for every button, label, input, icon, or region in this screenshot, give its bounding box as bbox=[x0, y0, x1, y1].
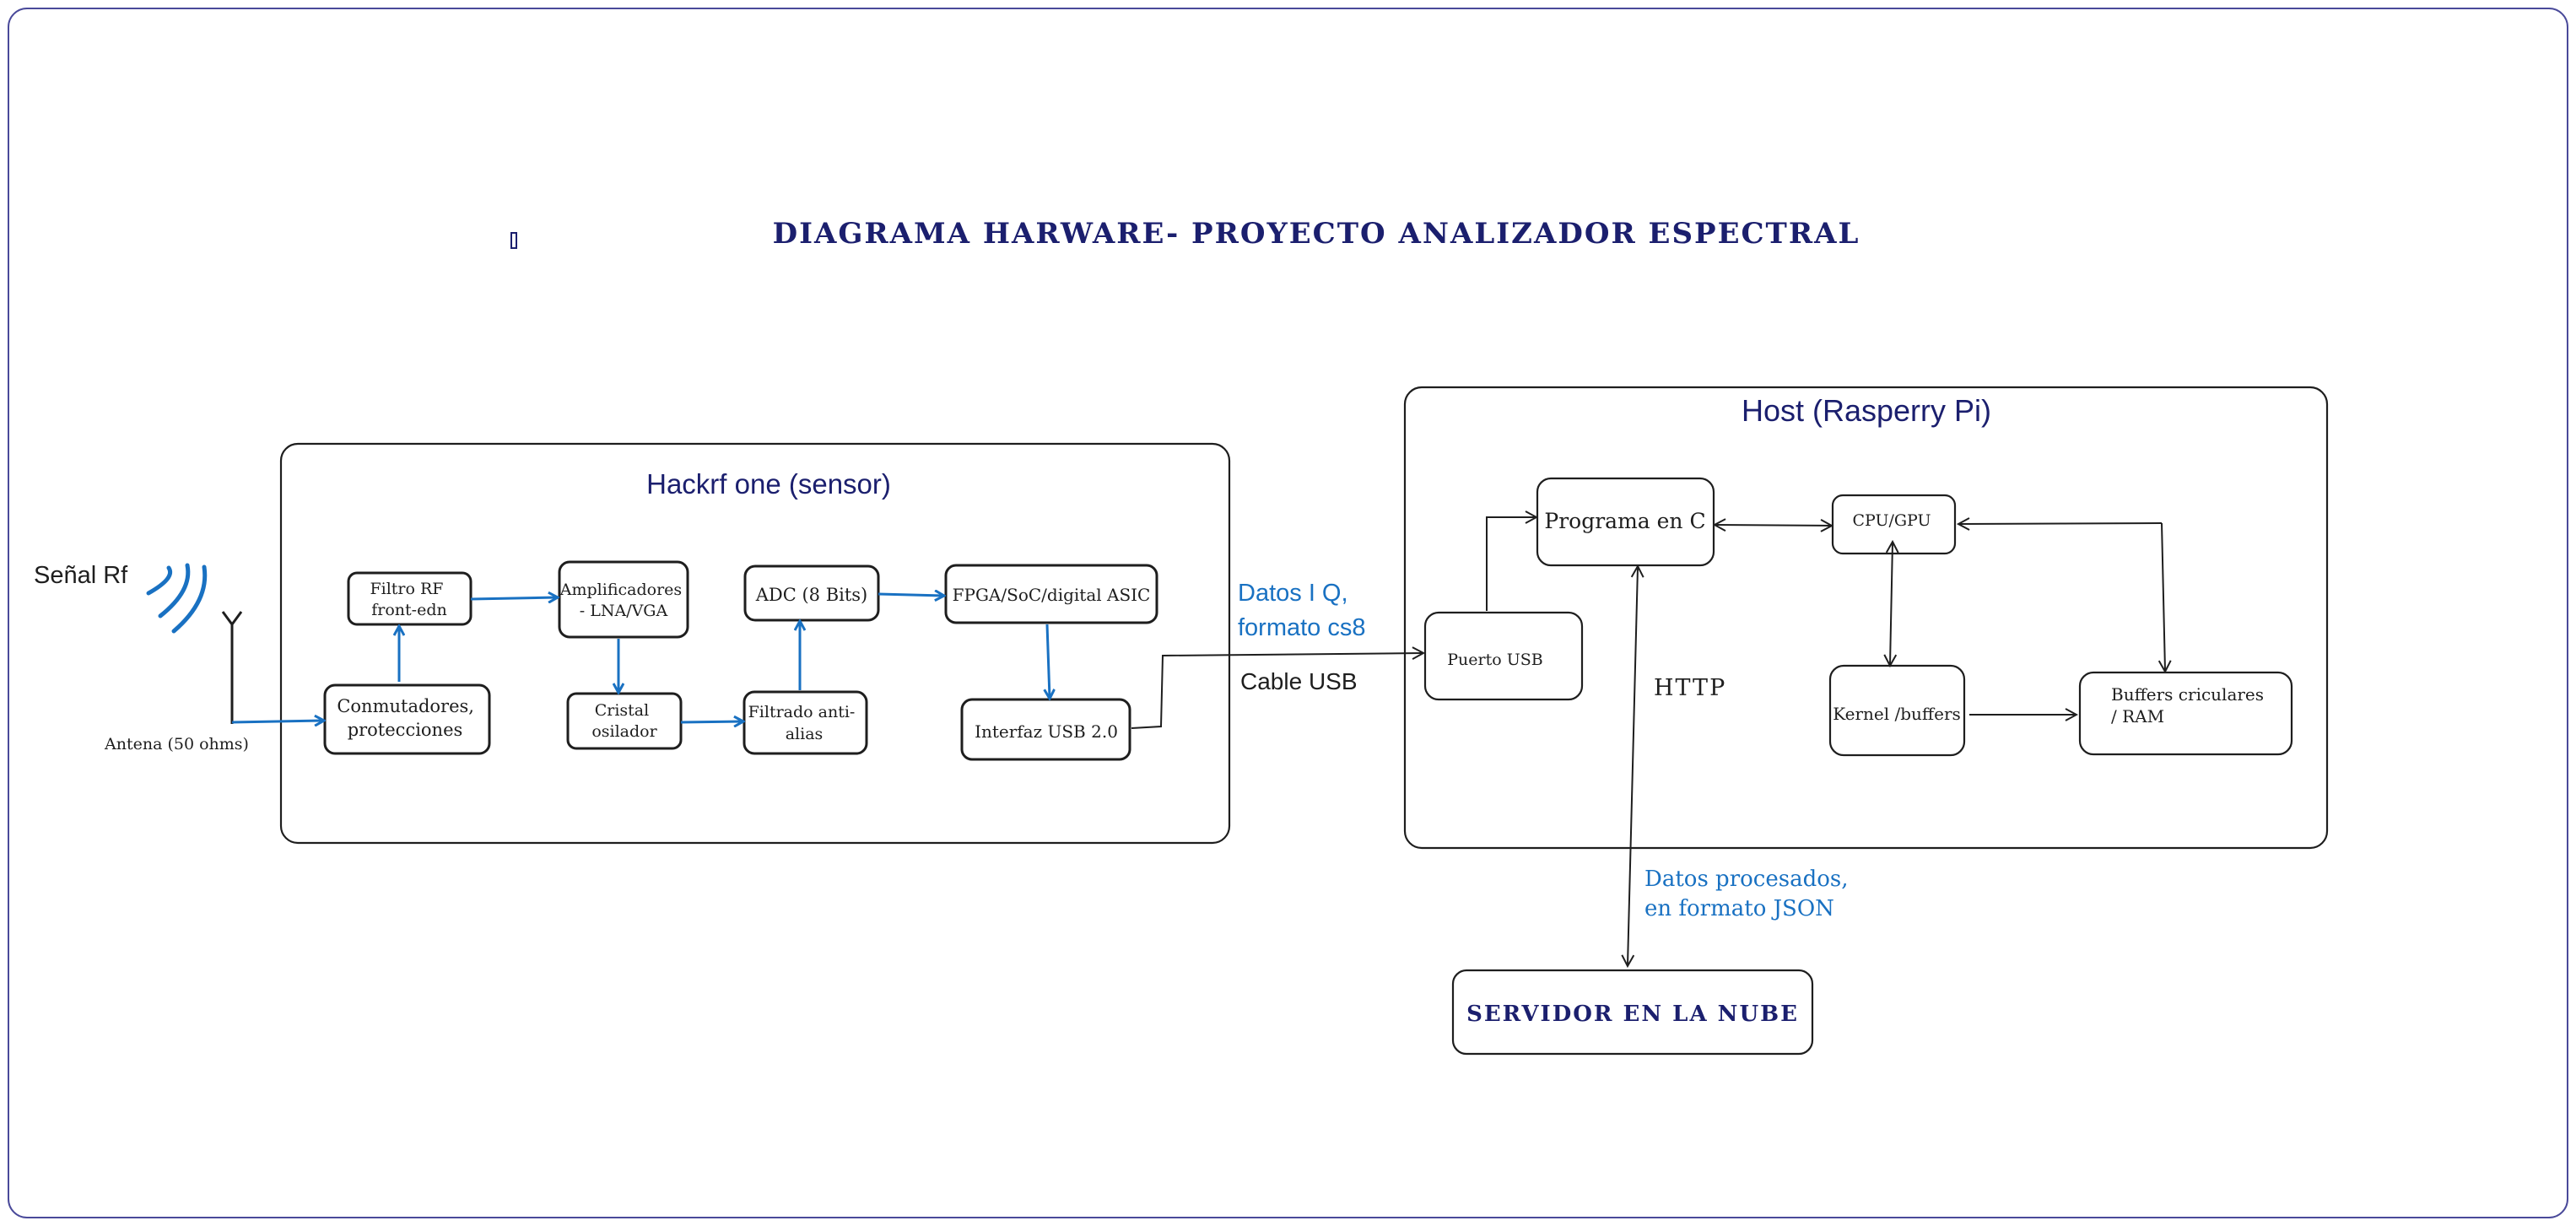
conmutadores-label: Conmutadores, protecciones bbox=[337, 696, 479, 740]
servidor-label: SERVIDOR EN LA NUBE bbox=[1466, 1002, 1799, 1027]
host-title: Host (Rasperry Pi) bbox=[1742, 393, 1991, 428]
fpga-label: FPGA/SoC/digital ASIC bbox=[953, 585, 1151, 605]
buffers-label: Buffers criculares / RAM bbox=[2111, 684, 2269, 726]
diagram-title: DIAGRAMA HARWARE- PROYECTO ANALIZADOR ES… bbox=[773, 217, 1860, 251]
amplificadores-label: Amplificadores - LNA/VGA bbox=[559, 581, 687, 620]
antenna-icon bbox=[221, 611, 243, 724]
signal-label: Señal Rf bbox=[34, 562, 128, 589]
puerto-usb-label: Puerto USB bbox=[1447, 651, 1542, 669]
datos-iq-label: Datos I Q, formato cs8 bbox=[1238, 580, 1366, 641]
host-flow-arrows bbox=[1486, 517, 2165, 965]
amplificadores-box bbox=[558, 560, 689, 639]
hackrf-title: Hackrf one (sensor) bbox=[646, 468, 891, 500]
hackrf-flow-arrows bbox=[231, 594, 1050, 722]
outer-frame bbox=[8, 8, 2568, 1218]
adc-box bbox=[743, 564, 880, 622]
interfaz-usb-label: Interfaz USB 2.0 bbox=[975, 721, 1118, 742]
antenna-label: Antena (50 ohms) bbox=[104, 735, 249, 753]
programa-label: Programa en C bbox=[1544, 509, 1705, 533]
stray-mark bbox=[510, 232, 517, 249]
filtrado-box bbox=[743, 690, 868, 755]
kernel-label: Kernel /buffers bbox=[1833, 704, 1961, 724]
cable-usb-label: Cable USB bbox=[1240, 668, 1358, 694]
filtrado-label: Filtrado anti- alias bbox=[748, 703, 861, 743]
filtro-rf-label: Filtro RF front-edn bbox=[370, 580, 448, 619]
cpu-label: CPU/GPU bbox=[1852, 511, 1931, 530]
http-label: HTTP bbox=[1654, 675, 1726, 701]
cristal-label: Cristal osilador bbox=[591, 701, 657, 741]
hackrf-container bbox=[279, 442, 1231, 845]
puerto-usb-box bbox=[1423, 611, 1584, 701]
servidor-box bbox=[1451, 969, 1814, 1056]
buffers-box bbox=[2078, 671, 2293, 756]
rf-waves-icon bbox=[146, 563, 208, 634]
usb-cable-connector bbox=[1131, 653, 1423, 729]
processed-data-label: Datos procesados, en formato JSON bbox=[1644, 867, 1855, 921]
adc-label: ADC (8 Bits) bbox=[755, 585, 868, 605]
